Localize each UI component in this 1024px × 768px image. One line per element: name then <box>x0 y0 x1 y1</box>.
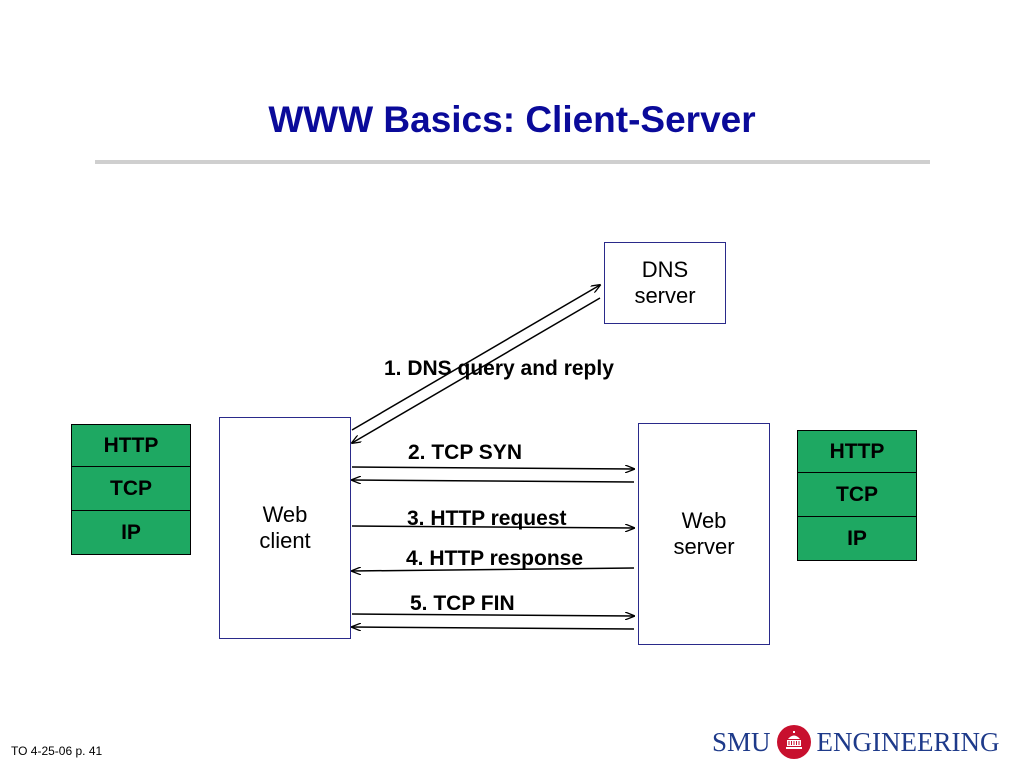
web-client-label: Web client <box>259 502 311 553</box>
step-tcp-fin-label: 5. TCP FIN <box>410 592 515 615</box>
server-layer-tcp: TCP <box>797 473 917 517</box>
slide-title: WWW Basics: Client-Server <box>268 99 756 140</box>
slide-footer: TO 4-25-06 p. 41 <box>11 744 103 758</box>
dns-server-box: DNS server <box>604 242 726 324</box>
client-protocol-stack: HTTP TCP IP <box>71 424 191 555</box>
dns-query-arrow <box>351 285 600 431</box>
web-server-label: Web server <box>673 508 735 559</box>
server-layer-http: HTTP <box>797 430 917 473</box>
tcp-fin-ack-arrow <box>352 627 635 629</box>
web-client-box: Web client <box>219 417 351 639</box>
step-tcp-syn-label: 2. TCP SYN <box>408 441 522 464</box>
http-response-arrow <box>352 568 635 571</box>
client-layer-tcp: TCP <box>71 467 191 511</box>
logo-text-smu: SMU <box>712 726 771 757</box>
server-layer-ip: IP <box>797 517 917 561</box>
smu-dallas-hall-emblem-icon <box>776 725 811 759</box>
tcp-syn-ack-arrow <box>352 480 635 482</box>
title-divider <box>95 160 930 164</box>
smu-engineering-logo: SMU ENGINEERING <box>712 722 1000 762</box>
tcp-fin-arrow <box>351 614 634 616</box>
tcp-syn-arrow <box>351 467 634 469</box>
web-server-box: Web server <box>638 423 770 645</box>
client-layer-ip: IP <box>71 511 191 555</box>
dns-server-label: DNS server <box>634 257 696 308</box>
step-http-request-label: 3. HTTP request <box>407 507 567 530</box>
dns-reply-arrow <box>352 297 601 443</box>
step-http-response-label: 4. HTTP response <box>406 547 584 570</box>
http-request-arrow <box>351 526 634 528</box>
step-dns-label: 1. DNS query and reply <box>384 357 614 380</box>
client-layer-http: HTTP <box>71 424 191 467</box>
logo-text-engineering: ENGINEERING <box>816 726 1000 757</box>
server-protocol-stack: HTTP TCP IP <box>797 430 917 561</box>
